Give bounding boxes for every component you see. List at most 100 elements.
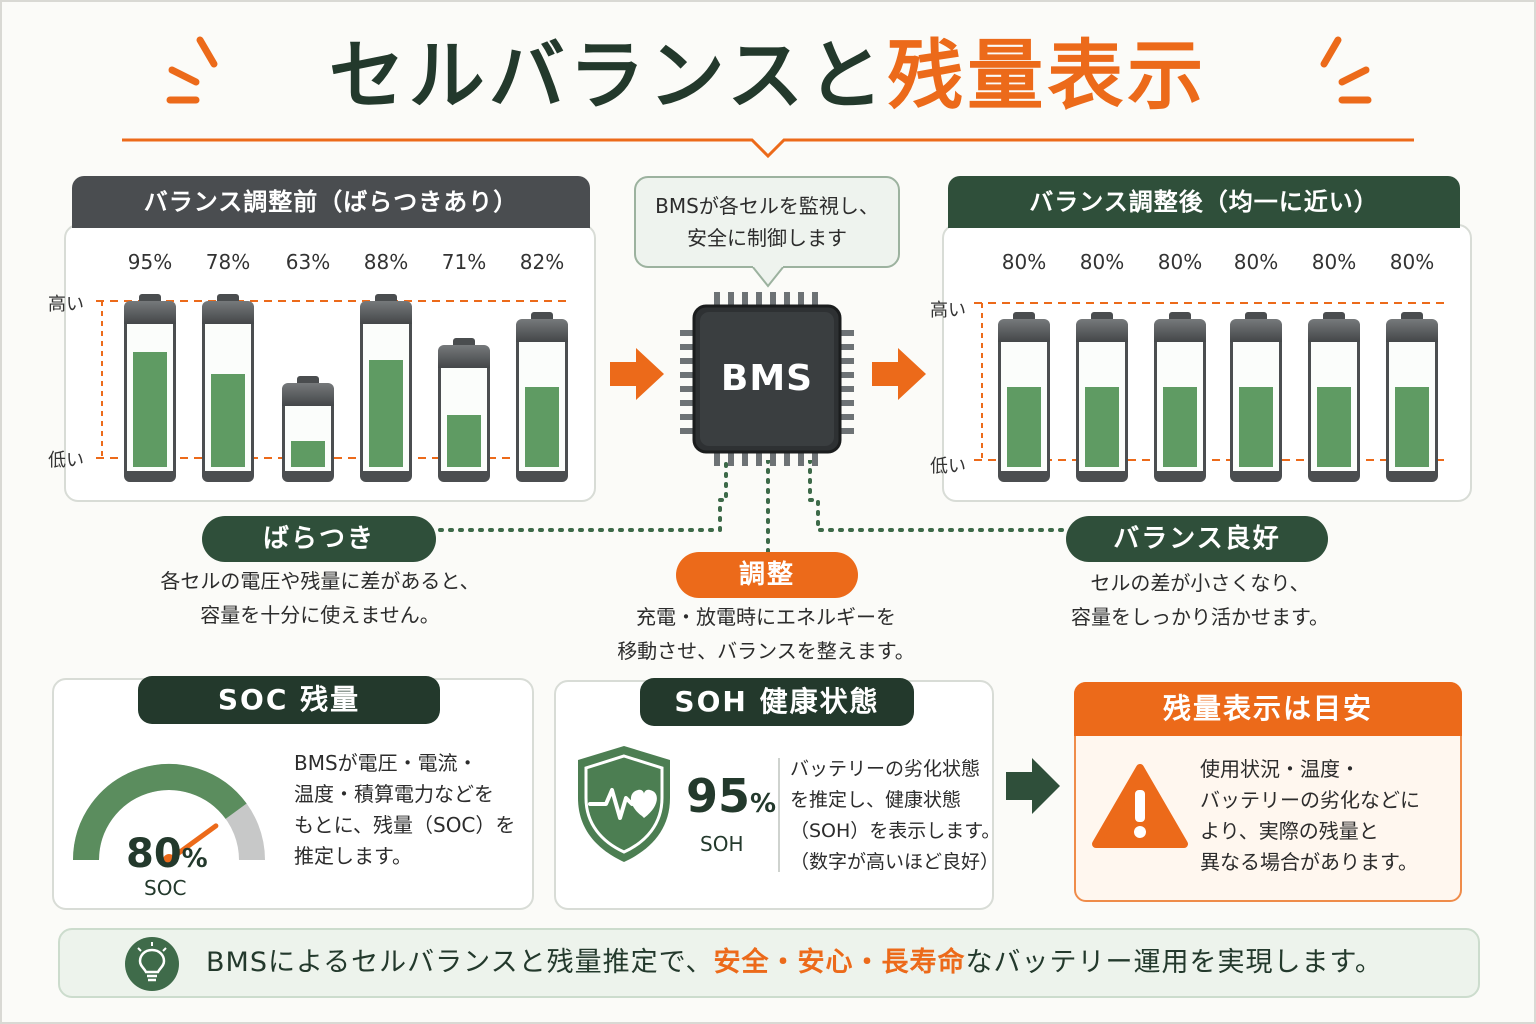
battery-top: [282, 383, 334, 409]
battery-cell: [516, 312, 568, 482]
battery-fill: [447, 415, 481, 467]
soh-value: 95%: [686, 770, 776, 830]
battery-base: [202, 472, 254, 482]
soc-value: 80%: [126, 832, 208, 881]
variation-line1: 各セルの電圧や残量に差があると、: [160, 569, 480, 593]
battery-terminal: [1245, 312, 1267, 320]
soc-line: もとに、残量（SOC）を: [294, 813, 516, 837]
cell-percent-label: 63%: [285, 250, 331, 274]
battery-top: [360, 301, 412, 327]
soh-number: 95: [686, 769, 751, 823]
battery-fill: [525, 387, 559, 467]
footer-text-before: BMSによるセルバランスと残量推定で、: [206, 947, 714, 978]
cell-percent-label: 71%: [441, 250, 487, 274]
dotted-connectors: [430, 460, 1072, 558]
note-header: 残量表示は目安: [1074, 682, 1462, 736]
note-description: 使用状況・温度・ バッテリーの劣化などに より、実際の残量と 異なる場合がありま…: [1200, 754, 1420, 878]
footer-highlight: 安全・安心・長寿命: [713, 947, 966, 978]
battery-cell: [1386, 312, 1438, 482]
battery-fill: [1007, 387, 1041, 467]
battery-cell: [998, 312, 1050, 482]
spark-line: [196, 36, 218, 68]
soc-unit: %: [181, 844, 208, 874]
title-decoration: [122, 36, 1414, 159]
battery-base: [1230, 472, 1282, 482]
before-low-label: 低い: [48, 450, 84, 471]
battery-fill: [1395, 387, 1429, 467]
battery-cell: [438, 338, 490, 482]
battery-terminal: [139, 294, 161, 302]
soc-line: 温度・積算電力などを: [294, 782, 494, 806]
soc-number: 80: [126, 831, 182, 877]
battery-cell: [1230, 312, 1282, 482]
soc-caption: SOC: [144, 876, 187, 900]
battery-base: [998, 472, 1050, 482]
variation-pill: ばらつき: [202, 516, 436, 562]
after-panel-header: バランス調整後（均一に近い）: [948, 176, 1460, 228]
title-part1: セルバランスと: [328, 31, 888, 120]
soh-unit: %: [750, 789, 777, 819]
after-low-label: 低い: [930, 456, 966, 477]
note-line: より、実際の残量と: [1200, 819, 1379, 843]
battery-body: [1230, 342, 1282, 474]
speech-tail: [751, 266, 785, 288]
cell-percent-label: 78%: [205, 250, 251, 274]
battery-body: [202, 324, 254, 474]
battery-terminal: [1401, 312, 1423, 320]
battery-top: [1230, 319, 1282, 345]
before-high-label: 高い: [48, 294, 84, 315]
battery-body: [124, 324, 176, 474]
gauge-needle: [166, 823, 219, 863]
battery-cell: [360, 294, 412, 482]
battery-fill: [1163, 387, 1197, 467]
spark-line: [1338, 66, 1370, 86]
battery-terminal: [453, 338, 475, 346]
bms-speech-bubble: BMSが各セルを監視し、 安全に制御します: [634, 176, 900, 268]
battery-terminal: [1169, 312, 1191, 320]
cell-percent-label: 80%: [1157, 250, 1203, 274]
before-panel-header: バランス調整前（ばらつきあり）: [72, 176, 590, 228]
battery-base: [516, 472, 568, 482]
title-underline: [122, 138, 1414, 159]
battery-base: [282, 472, 334, 482]
cell-percent-label: 95%: [127, 250, 173, 274]
battery-terminal: [1091, 312, 1113, 320]
balanced-pill: バランス良好: [1066, 516, 1328, 562]
battery-base: [124, 472, 176, 482]
footer-bar: [58, 928, 1480, 998]
variation-line2: 容量を十分に使えません。: [200, 603, 440, 627]
battery-fill: [1239, 387, 1273, 467]
variation-desc: 各セルの電圧や残量に差があると、 容量を十分に使えません。: [100, 564, 540, 632]
chip-label: BMS: [720, 358, 814, 399]
cell-percent-label: 80%: [1389, 250, 1435, 274]
battery-terminal: [297, 376, 319, 384]
soh-line: を推定し、健康状態: [790, 789, 962, 811]
battery-base: [1308, 472, 1360, 482]
balanced-line1: セルの差が小さくなり、: [1090, 571, 1310, 595]
battery-body: [360, 324, 412, 474]
battery-cell: [1154, 312, 1206, 482]
warning-icon: [1092, 764, 1188, 848]
battery-fill: [369, 360, 403, 467]
battery-cell: [124, 294, 176, 482]
soh-description: バッテリーの劣化状態 を推定し、健康状態 （SOH）を表示します。 （数字が高い…: [790, 754, 1000, 878]
adjust-line1: 充電・放電時にエネルギーを: [636, 605, 896, 629]
battery-body: [1076, 342, 1128, 474]
battery-fill: [1317, 387, 1351, 467]
cell-percent-label: 88%: [363, 250, 409, 274]
battery-terminal: [1013, 312, 1035, 320]
adjust-desc: 充電・放電時にエネルギーを 移動させ、バランスを整えます。: [566, 600, 966, 668]
balanced-desc: セルの差が小さくなり、 容量をしっかり活かせます。: [1000, 566, 1400, 634]
battery-body: [516, 342, 568, 474]
arrow-right-icon: [872, 348, 926, 400]
battery-body: [282, 406, 334, 474]
battery-fill: [211, 374, 245, 467]
battery-terminal: [217, 294, 239, 302]
battery-terminal: [531, 312, 553, 320]
spark-line: [168, 66, 200, 86]
soc-description: BMSが電圧・電流・ 温度・積算電力などを もとに、残量（SOC）を 推定します…: [294, 748, 515, 872]
battery-top: [1154, 319, 1206, 345]
battery-body: [1386, 342, 1438, 474]
lightbulb-icon: [125, 937, 179, 991]
chip-icon: [680, 292, 854, 466]
